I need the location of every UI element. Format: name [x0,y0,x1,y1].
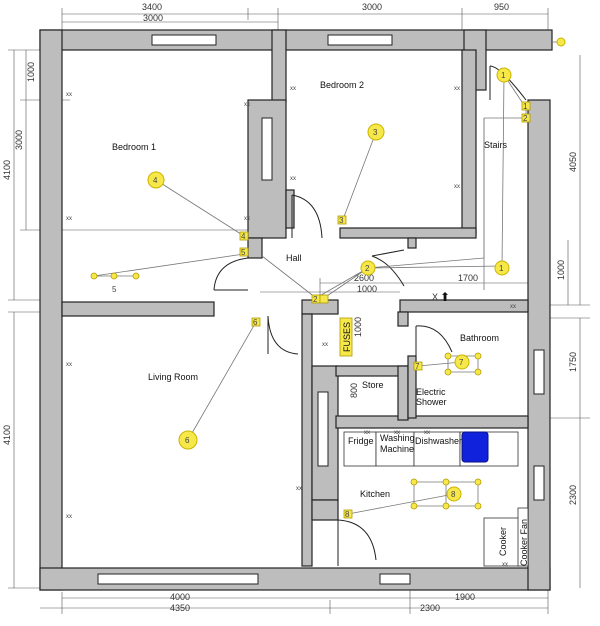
doors [213,65,527,566]
appliance-cooker: Cooker [498,527,508,556]
light-4-bedroom1-label: 4 [153,176,158,185]
appliance-fridge: Fridge [348,436,374,446]
light-4-bedroom1 [147,171,165,189]
light-2-landing-label: 2 [365,264,370,273]
appliance-washing-1: Washing [380,433,415,443]
dim-left-1000: 1000 [26,62,36,82]
switch-3-label: 3 [339,216,344,225]
light-1-front-door [496,67,512,83]
appliance-cooker-fan: Cooker Fan [519,519,529,566]
svg-text:xx: xx [364,430,370,436]
switch-4a-label: 4 [241,232,246,241]
dim-top-950: 950 [494,2,509,12]
light-2-landing [360,260,376,276]
room-electric-shower-2: Shower [416,397,447,407]
room-bedroom-2: Bedroom 2 [320,80,364,90]
dim-hall-2600: 2600 [354,273,374,283]
switch-2-label: 2 [523,114,528,123]
svg-text:xx: xx [66,514,72,520]
room-bathroom: Bathroom [460,333,499,343]
switch-points [90,101,531,519]
switch-2b-label: 2 [313,295,318,304]
light-3-bedroom2 [367,123,385,141]
dim-fuse-1000: 1000 [353,317,363,337]
dim-bottom-2300: 2300 [420,603,440,613]
dim-bottom-1900: 1900 [455,592,475,602]
dim-store-800: 800 [349,383,359,398]
light-outside [556,37,566,47]
room-stairs: Stairs [484,140,508,150]
switch-5-label: 5 [112,285,117,294]
svg-text:xx: xx [290,176,296,182]
switch-7-label: 7 [415,362,420,371]
arrow-up-icon: ⬆ [440,290,450,304]
room-kitchen: Kitchen [360,489,390,499]
dim-bottom-4350: 4350 [170,603,190,613]
sink [461,431,489,463]
light-8-kitchen [446,486,462,502]
switch-1-label: 1 [523,102,528,111]
svg-text:xx: xx [66,216,72,222]
svg-text:xx: xx [290,86,296,92]
appliance-dishwasher: Dishwasher [415,436,462,446]
room-living: Living Room [148,372,198,382]
svg-text:xx: xx [424,430,430,436]
dim-hall-1700: 1700 [458,273,478,283]
svg-text:xx: xx [66,92,72,98]
dim-top-3400: 3400 [142,2,162,12]
dim-right-1750: 1750 [568,352,578,372]
svg-text:xx: xx [502,562,508,568]
dim-left-4100-b: 4100 [2,425,12,445]
svg-text:xx: xx [244,102,250,108]
kitchen-units [343,431,529,567]
light-3-bedroom2-label: 3 [373,128,378,137]
xx-markers: xx xx xx xx xx xx xx xx xx xx xx xx xx x… [66,86,516,568]
x-marker: X [432,292,438,302]
light-7-bathroom [454,354,470,370]
dim-left-4100-a: 4100 [2,160,12,180]
dim-right-4050: 4050 [568,152,578,172]
appliance-washing-2: Machine [380,444,414,454]
switch-4b-label: 5 [241,248,246,257]
svg-text:xx: xx [394,430,400,436]
light-6-living [178,430,198,450]
light-7-bathroom-label: 7 [459,358,464,367]
room-electric-shower-1: Electric [416,387,446,397]
dim-right-1000: 1000 [556,260,566,280]
dim-right-2300: 2300 [568,485,578,505]
switch-6-label: 6 [253,318,258,327]
light-6-living-label: 6 [185,436,190,445]
label-fuses: FUSES [342,322,352,352]
dim-top-3000-b: 3000 [362,2,382,12]
svg-text:xx: xx [66,362,72,368]
light-1-hall [494,260,510,276]
svg-text:xx: xx [244,216,250,222]
dim-bottom-4000: 4000 [170,592,190,602]
room-store: Store [362,380,384,390]
dim-left-3000: 3000 [14,130,24,150]
dim-hall-1000: 1000 [357,284,377,294]
light-1-front-door-label: 1 [501,71,506,80]
switch-8-label: 8 [345,510,350,519]
svg-text:xx: xx [454,184,460,190]
svg-text:xx: xx [454,86,460,92]
svg-text:xx: xx [296,486,302,492]
room-bedroom-1: Bedroom 1 [112,142,156,152]
svg-text:xx: xx [322,342,328,348]
dim-top-3000-a: 3000 [143,13,163,23]
light-1-hall-label: 1 [499,264,504,273]
svg-text:xx: xx [510,304,516,310]
windows [97,34,545,585]
light-8-kitchen-label: 8 [451,490,456,499]
room-hall: Hall [286,253,302,263]
